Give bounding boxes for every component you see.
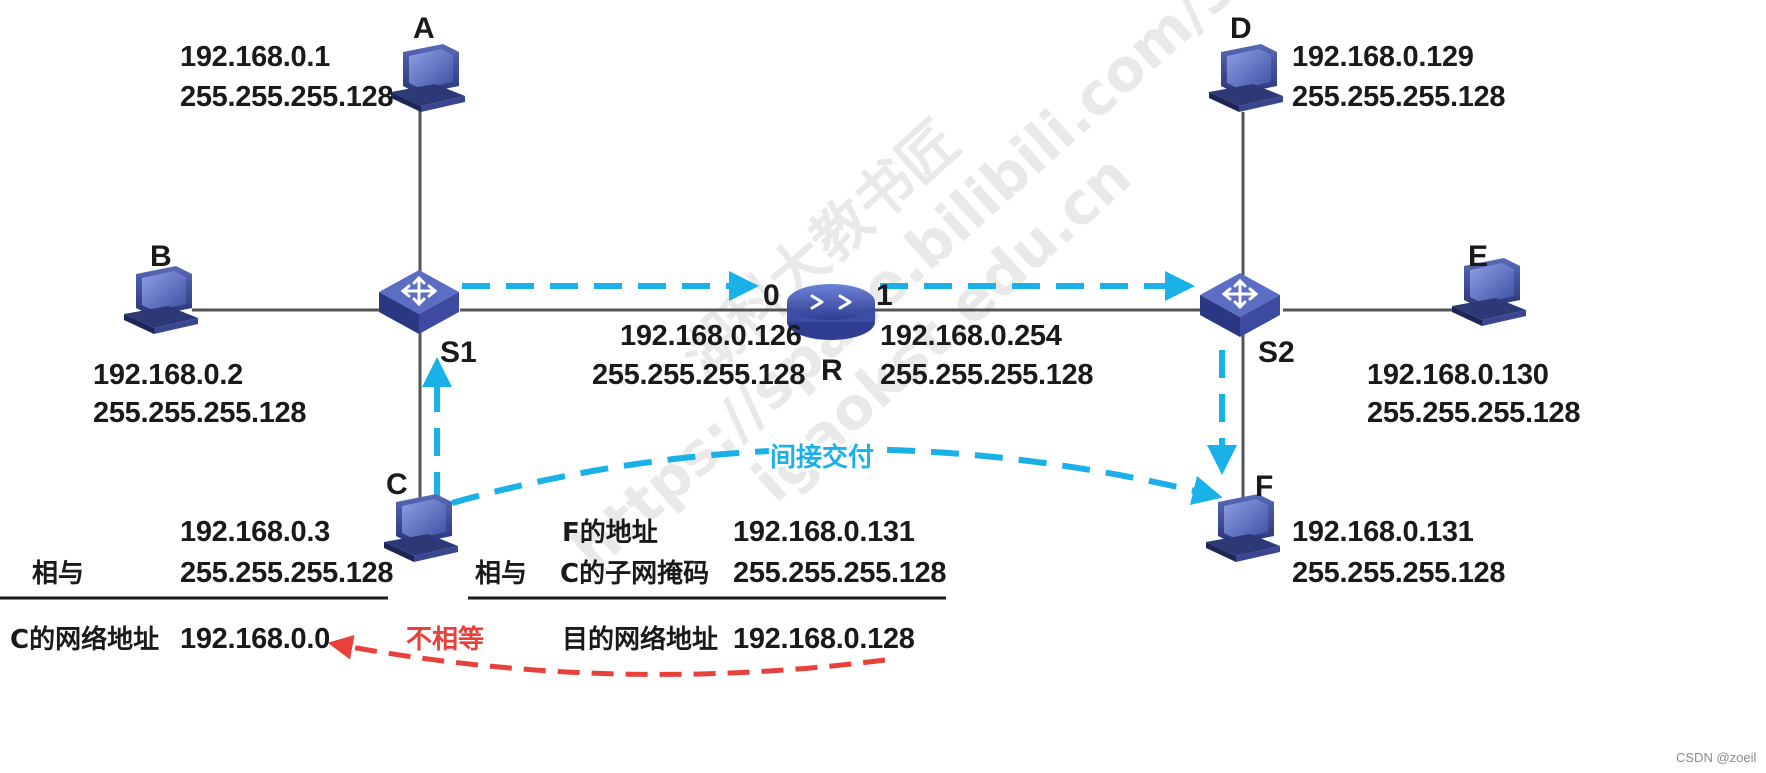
router-label: R [821, 354, 843, 387]
forwarding-path [422, 271, 1237, 506]
host-a-mask: 255.255.255.128 [180, 81, 393, 113]
calc-right-mask-label: C的子网掩码 [560, 558, 709, 589]
host-d-mask: 255.255.255.128 [1292, 81, 1505, 113]
calc-right-result: 192.168.0.128 [733, 623, 915, 655]
router-port-0-ip: 192.168.0.126 [620, 320, 802, 352]
host-f-label: F [1255, 470, 1273, 503]
host-e-ip: 192.168.0.130 [1367, 359, 1549, 391]
source-credit: CSDN @zoeil [1676, 750, 1756, 765]
host-a-computer-icon[interactable] [391, 44, 465, 112]
router-port-1-label: 1 [876, 279, 893, 312]
indirect-delivery-label: 间接交付 [770, 442, 874, 473]
arrow-indirect-delivery [451, 446, 1223, 506]
host-f-mask: 255.255.255.128 [1292, 557, 1505, 589]
host-c-label: C [386, 468, 408, 501]
calc-right-and-label: 相与 [475, 559, 527, 589]
host-b-ip: 192.168.0.2 [93, 359, 243, 391]
host-d-label: D [1230, 12, 1252, 45]
arrow-not-equal [327, 634, 886, 677]
calc-left-result-label: C的网络地址 [10, 624, 159, 655]
not-equal-label: 不相等 [406, 624, 484, 655]
calc-right-mask: 255.255.255.128 [733, 557, 946, 589]
host-c-computer-icon[interactable] [384, 494, 458, 562]
host-b-mask: 255.255.255.128 [93, 397, 306, 429]
host-d-ip: 192.168.0.129 [1292, 41, 1474, 73]
host-b-label: B [150, 240, 172, 273]
host-b-computer-icon[interactable] [124, 266, 198, 334]
switch-s1-label: S1 [440, 336, 477, 369]
host-a-ip: 192.168.0.1 [180, 41, 330, 73]
links [192, 108, 1455, 510]
calc-right-addr-label: F的地址 [562, 517, 658, 548]
calc-right-addr: 192.168.0.131 [733, 516, 915, 548]
host-c-ip: 192.168.0.3 [180, 516, 330, 548]
host-e-mask: 255.255.255.128 [1367, 397, 1580, 429]
calc-right-result-label: 目的网络地址 [562, 624, 718, 655]
switch-s1-icon[interactable] [377, 268, 461, 336]
router-r-icon[interactable] [787, 284, 875, 340]
host-a-label: A [413, 12, 435, 45]
router-port-1-mask: 255.255.255.128 [880, 359, 1093, 391]
host-e-label: E [1468, 240, 1488, 273]
host-c-mask: 255.255.255.128 [180, 557, 393, 589]
calc-left-result: 192.168.0.0 [180, 623, 330, 655]
router-port-0-label: 0 [763, 279, 780, 312]
router-port-1-ip: 192.168.0.254 [880, 320, 1062, 352]
switch-s2-icon[interactable] [1198, 271, 1282, 339]
switch-s2-label: S2 [1258, 336, 1295, 369]
host-d-computer-icon[interactable] [1209, 44, 1283, 112]
host-f-computer-icon[interactable] [1206, 494, 1280, 562]
router-port-0-mask: 255.255.255.128 [592, 359, 805, 391]
host-e-computer-icon[interactable] [1452, 258, 1526, 326]
host-f-ip: 192.168.0.131 [1292, 516, 1474, 548]
calc-left-and-label: 相与 [32, 559, 84, 589]
